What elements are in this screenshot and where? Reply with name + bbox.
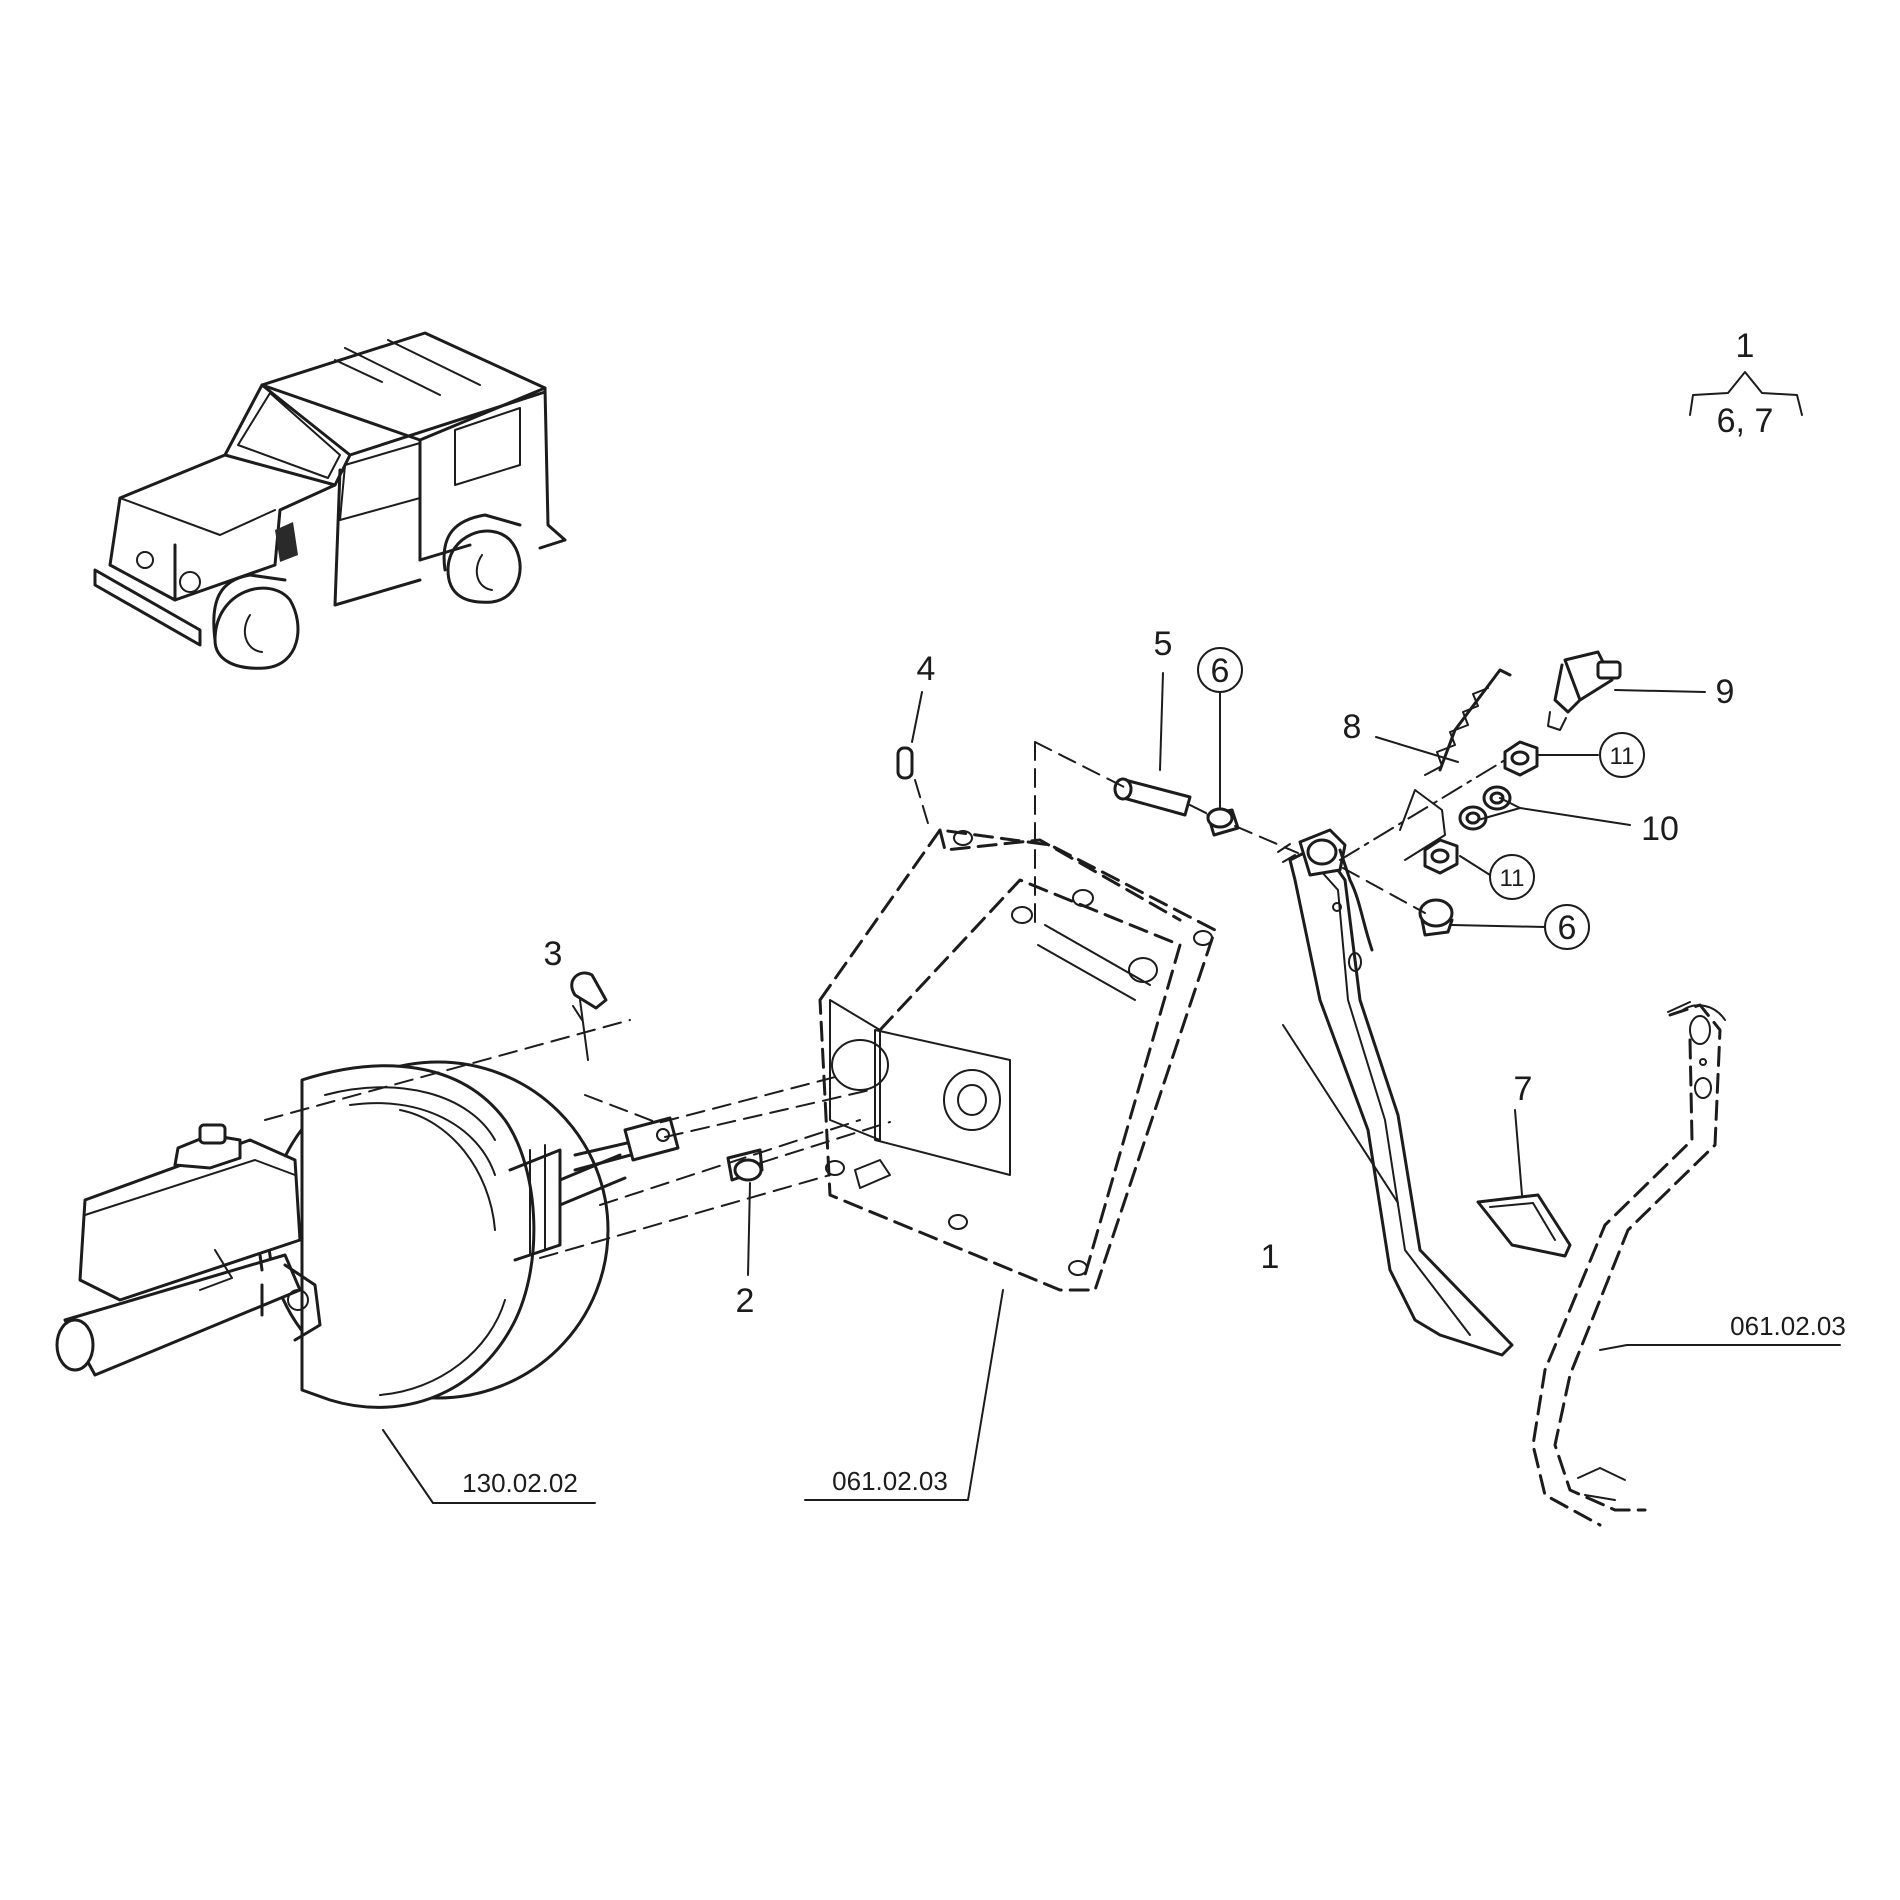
ref-bracket: 061.02.03 — [832, 1466, 948, 1496]
brake-pedal — [1277, 828, 1514, 1357]
callout-5: 5 — [1154, 625, 1173, 663]
bracket-pin — [896, 746, 914, 780]
kit-note-brace — [1689, 371, 1803, 416]
washer-upper — [1482, 785, 1512, 811]
booster-pushrod — [573, 1116, 680, 1172]
callout-3: 3 — [544, 935, 563, 973]
callout-10: 10 — [1641, 810, 1679, 848]
callout-6-lower: 6 — [1544, 904, 1590, 950]
svg-text:11: 11 — [1500, 865, 1525, 892]
callout-2: 2 — [736, 1282, 755, 1320]
assembly-lines — [264, 741, 1506, 1259]
nut-upper — [1503, 740, 1539, 777]
clevis-pin — [726, 1148, 764, 1182]
brake-booster — [266, 1060, 627, 1409]
callout-9: 9 — [1716, 673, 1735, 711]
callout-6-top: 6 — [1197, 647, 1243, 693]
callout-1: 1 — [1261, 1238, 1280, 1276]
ref-pedal-assembly: 061.02.03 — [1730, 1311, 1846, 1341]
return-spring — [1399, 668, 1512, 861]
callout-4: 4 — [917, 650, 936, 688]
callout-8: 8 — [1343, 708, 1362, 746]
brake-light-switch — [1547, 650, 1622, 731]
kit-note-bottom: 6, 7 — [1717, 402, 1774, 440]
svg-text:6: 6 — [1558, 909, 1577, 947]
callout-11-upper: 11 — [1599, 732, 1645, 778]
callout-7: 7 — [1514, 1070, 1533, 1108]
cotter-pin — [570, 971, 608, 1061]
bushing-top — [1206, 807, 1240, 837]
svg-text:11: 11 — [1610, 743, 1635, 770]
svg-text:6: 6 — [1211, 652, 1230, 690]
leader-lines — [382, 672, 1841, 1504]
pedal-bracket — [818, 828, 1217, 1292]
callout-labels: 1 2 3 4 5 7 8 9 10 6 6 11 11 130.02.02 0… — [462, 625, 1846, 1498]
pedal-assembly-ghost — [1531, 1001, 1726, 1527]
master-cylinder — [55, 1123, 322, 1377]
vehicle-locator-icon — [93, 331, 567, 670]
bushing-lower — [1418, 898, 1454, 937]
callout-11-lower: 11 — [1489, 854, 1535, 900]
pedal-pad — [1476, 1193, 1572, 1258]
kit-note: 1 6, 7 — [1689, 327, 1803, 440]
ref-booster: 130.02.02 — [462, 1468, 578, 1498]
nut-lower — [1423, 838, 1459, 875]
pedal-shaft-pin — [1113, 777, 1192, 817]
washer-lower — [1458, 805, 1488, 831]
kit-note-top: 1 — [1736, 327, 1755, 365]
